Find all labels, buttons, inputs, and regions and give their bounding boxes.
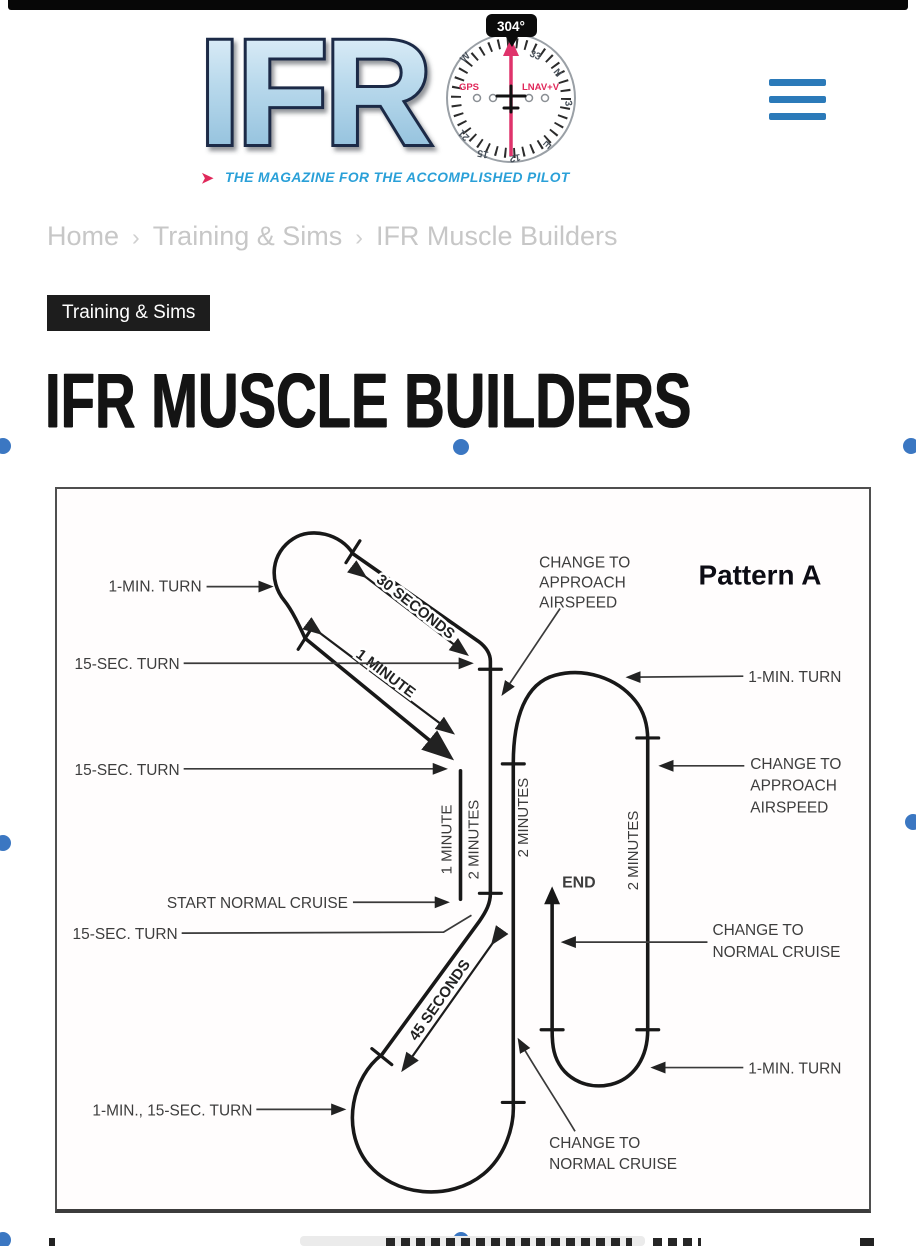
hamburger-icon xyxy=(769,113,826,120)
timing-labels: 30 SECONDS 1 MINUTE 45 SECONDS xyxy=(350,569,476,1047)
paper-plane-icon: ➤ xyxy=(201,170,214,187)
callout-lines xyxy=(181,580,745,1132)
pattern-a-diagram: 30 SECONDS 1 MINUTE 45 SECONDS xyxy=(73,531,842,1194)
pattern-a-figure: 30 SECONDS 1 MINUTE 45 SECONDS xyxy=(55,487,871,1213)
callout-1min-turn: 1-MIN. TURN xyxy=(748,669,841,686)
leg-time-2-minutes: 2 MINUTES xyxy=(465,800,482,880)
callout-change-approach: AIRSPEED xyxy=(750,800,828,817)
svg-text:15: 15 xyxy=(476,147,490,160)
callout-labels: 1-MIN. TURN 15-SEC. TURN 15-SEC. TURN ST… xyxy=(73,555,842,1173)
flight-path xyxy=(272,531,650,1194)
callout-1min-15sec-turn: 1-MIN., 15-SEC. TURN xyxy=(92,1102,252,1119)
selection-handle[interactable] xyxy=(903,438,916,454)
breadcrumb-separator: › xyxy=(355,224,363,250)
segment-time-label: 30 SECONDS xyxy=(373,571,458,643)
timing-arrows xyxy=(302,560,509,1073)
leg-time-2-minutes: 2 MINUTES xyxy=(515,778,532,858)
gps-annunciators: GPS LNAV+V xyxy=(459,82,560,93)
cdi-dots xyxy=(472,93,550,103)
breadcrumb-home[interactable]: Home xyxy=(47,221,120,251)
tagline-text: THE MAGAZINE FOR THE ACCOMPLISHED PILOT xyxy=(225,170,571,185)
breadcrumb-separator: › xyxy=(132,224,140,250)
callout-change-approach: APPROACH xyxy=(539,575,626,592)
callout-change-normal: NORMAL CRUISE xyxy=(549,1156,677,1173)
segment-time-label: 1 MINUTE xyxy=(353,646,419,702)
svg-text:GPS: GPS xyxy=(459,82,479,93)
selection-handle[interactable] xyxy=(0,835,11,851)
partial-text-glyphs xyxy=(860,1238,874,1246)
top-bar xyxy=(8,0,908,10)
svg-text:304°: 304° xyxy=(497,19,525,34)
selection-handle[interactable] xyxy=(905,814,916,830)
callout-change-approach: CHANGE TO xyxy=(750,756,841,773)
leg-time-2-minutes: 2 MINUTES xyxy=(625,811,642,891)
callout-15sec-turn: 15-SEC. TURN xyxy=(75,762,180,779)
leg-time-labels: 1 MINUTE 2 MINUTES 2 MINUTES 2 MINUTES xyxy=(439,778,642,891)
svg-text:33: 33 xyxy=(528,49,543,64)
selection-handle[interactable] xyxy=(0,1232,11,1246)
end-label: END xyxy=(562,874,596,891)
svg-text:LNAV+V: LNAV+V xyxy=(522,82,560,93)
callout-15sec-turn: 15-SEC. TURN xyxy=(75,656,180,673)
partial-text-glyphs xyxy=(653,1238,701,1246)
selection-handle[interactable] xyxy=(453,439,469,455)
category-badge[interactable]: Training & Sims xyxy=(47,295,211,331)
logo-title: IFR xyxy=(199,8,430,176)
breadcrumb: Home › Training & Sims › IFR Muscle Builders xyxy=(47,221,618,252)
heading-bug: 304° xyxy=(486,14,537,47)
end-arrowhead xyxy=(544,886,561,905)
airplane-icon xyxy=(495,84,527,114)
callout-1min-turn: 1-MIN. TURN xyxy=(108,579,201,596)
segment-time-label: 45 SECONDS xyxy=(406,957,474,1044)
ifr-logo-art: IFR W 33 N 3 E 12 15 21 xyxy=(196,5,576,187)
svg-text:3: 3 xyxy=(562,100,574,107)
tagline: ➤ THE MAGAZINE FOR THE ACCOMPLISHED PILO… xyxy=(201,170,571,187)
callout-change-approach: AIRSPEED xyxy=(539,595,617,612)
callout-change-approach: CHANGE TO xyxy=(539,555,630,572)
hamburger-icon xyxy=(769,96,826,103)
breadcrumb-training-sims[interactable]: Training & Sims xyxy=(152,221,343,251)
page-title: IFR MUSCLE BUILDERS xyxy=(45,358,692,444)
callout-change-approach: APPROACH xyxy=(750,778,837,795)
hamburger-icon xyxy=(769,79,826,86)
partial-text-glyphs xyxy=(386,1238,632,1246)
breadcrumb-current: IFR Muscle Builders xyxy=(375,221,618,251)
selection-handle[interactable] xyxy=(0,438,11,454)
callout-change-normal: CHANGE TO xyxy=(712,922,803,939)
site-logo[interactable]: IFR W 33 N 3 E 12 15 21 xyxy=(181,5,605,192)
callout-change-normal: CHANGE TO xyxy=(549,1135,640,1152)
callout-1min-turn: 1-MIN. TURN xyxy=(748,1061,841,1078)
diagram-title: Pattern A xyxy=(699,560,822,591)
menu-button[interactable] xyxy=(769,79,827,121)
partial-text-glyphs xyxy=(49,1238,55,1246)
callout-start-normal-cruise: START NORMAL CRUISE xyxy=(167,895,348,912)
callout-15sec-turn: 15-SEC. TURN xyxy=(73,926,178,943)
leg-time-1-minute: 1 MINUTE xyxy=(439,805,456,875)
callout-change-normal: NORMAL CRUISE xyxy=(712,944,840,961)
